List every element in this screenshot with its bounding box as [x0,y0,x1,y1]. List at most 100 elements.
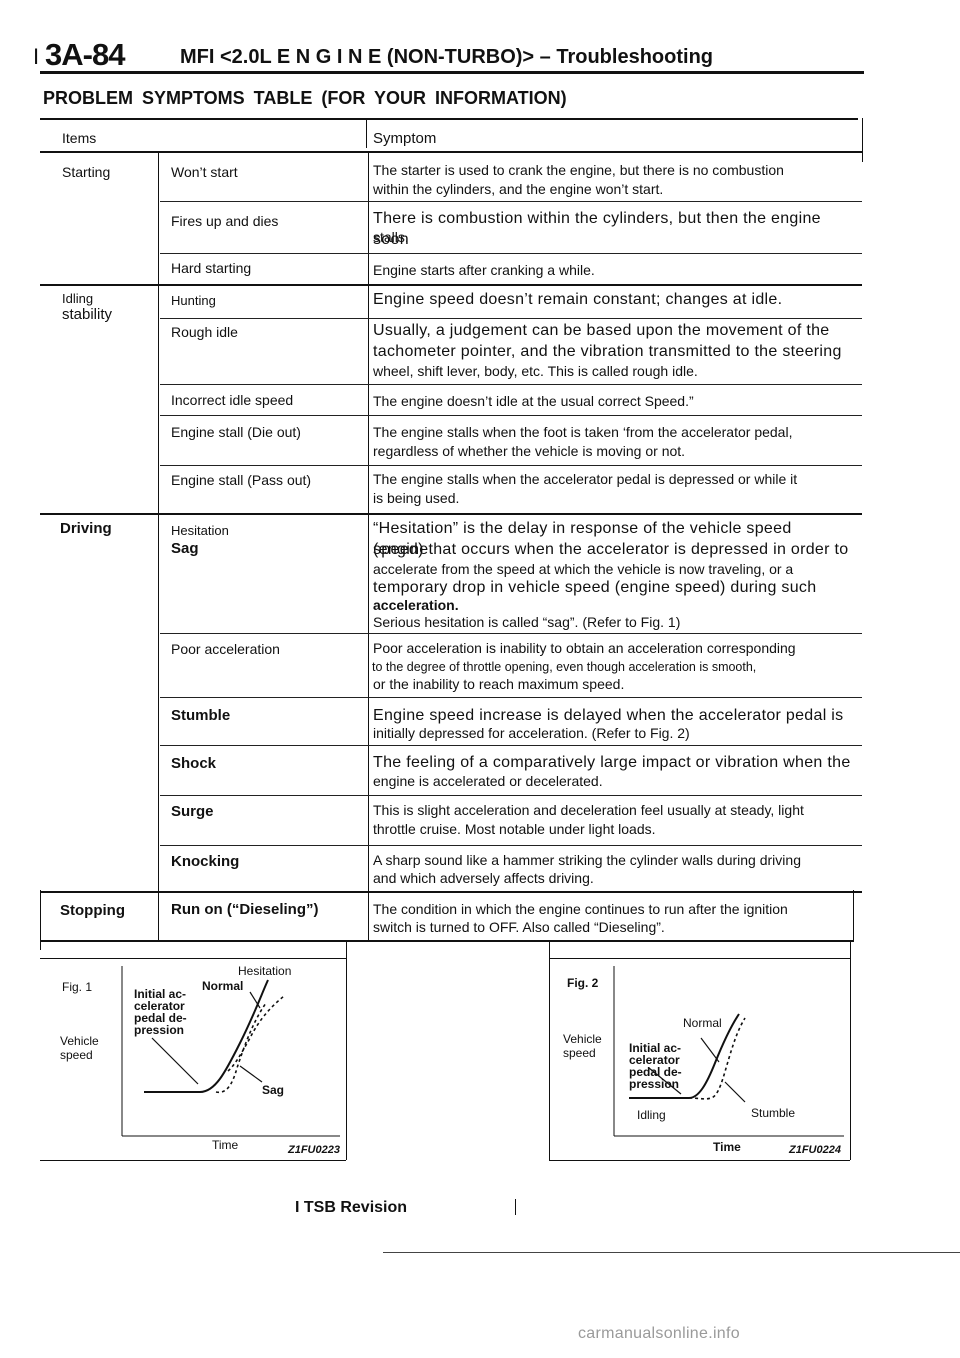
fig1-sag-label: Sag [262,1083,285,1097]
symptom-stumble-line-2: initially depressed for acceleration. (R… [373,725,690,741]
category-driving: Driving [60,520,112,537]
item-fires-up-and-dies: Fires up and dies [171,213,279,229]
symptom-poor-accel-line-1: Poor acceleration is inability to obtain… [373,640,796,656]
footer-revision-text: TSB Revision [303,1199,408,1216]
symptom-knocking-line-2: and which adversely affects driving. [373,870,594,886]
symptom-poor-accel-line-2: to the degree of throttle opening, even … [372,660,757,674]
fig2-initial-line-2: celerator [629,1053,680,1067]
table-right-edge-bottom [853,890,854,940]
section-title: PROBLEM SYMPTOMS TABLE (FOR YOUR INFORMA… [43,88,567,108]
category-divider [158,152,159,940]
symptom-surge-line-2: throttle cruise. Most notable under ligh… [373,821,656,837]
item-engine-stall-die-out: Engine stall (Die out) [171,424,301,440]
header-rule-bottom [40,151,862,153]
fig2-normal-curve [629,1013,740,1099]
row-separator [160,745,862,746]
row-separator [160,633,862,634]
fig2-left-border [549,942,550,1160]
row-separator [160,318,862,319]
fig2-top-rule [549,958,850,959]
footer-revision: I TSB Revision [295,1199,407,1217]
table-bottom-rule [40,940,854,942]
fig1-graph [121,966,340,1137]
category-idling-stability: stability [62,306,113,323]
column-header-symptom: Symptom [373,130,437,147]
symptom-poor-accel-line-3: or the inability to reach maximum speed. [373,676,625,692]
category-separator [40,891,862,893]
fig1-sag-curve [227,995,285,1072]
category-separator [40,284,862,286]
page-code: 3A-84 [45,37,125,72]
item-surge: Surge [171,803,214,820]
symptom-wont-start-line-1: The starter is used to crank the engine,… [373,162,784,178]
item-stumble: Stumble [171,707,231,724]
fig2-pointer-stumble [724,1081,746,1103]
symptom-rough-idle-line-2: tachometer pointer, and the vibration tr… [373,343,842,360]
fig2-pointer-initial [648,1067,682,1095]
fig2-stumble-curve [688,1017,746,1100]
item-incorrect-idle-speed: Incorrect idle speed [171,392,294,408]
category-separator [40,513,862,515]
fig1-code: Z1FU0223 [288,1144,340,1156]
category-starting: Starting [62,164,111,180]
table-top-rule [40,118,858,120]
footer-rule [383,1252,960,1253]
item-hard-starting: Hard starting [171,260,252,276]
symptom-hesitation-line-4: temporary drop in vehicle speed (engine … [373,579,817,596]
page-prefix: I [33,44,40,69]
fig1-ylabel-1: Vehicle [60,1034,99,1048]
symptom-wont-start-line-2: within the cylinders, and the engine won… [373,181,664,197]
fig2-xlabel: Time [713,1140,741,1154]
symptom-hunting: Engine speed doesn’t remain constant; ch… [373,291,783,308]
symptom-rough-idle-line-1: Usually, a judgement can be based upon t… [373,322,830,339]
symptom-hard-starting: Engine starts after cranking a while. [373,262,595,278]
symptom-hesitation-line-6: Serious hesitation is called “sag”. (Ref… [373,614,681,630]
fig1-initial-line-4: pression [134,1023,185,1037]
fig2-stumble-label: Stumble [751,1106,796,1120]
watermark: carmanualsonline.info [578,1325,740,1342]
fig1-initial-line-1: Initial ac- [134,987,187,1001]
fig1-xlabel: Time [212,1138,239,1152]
row-separator [160,415,862,416]
fig2-initial-line-3: pedal de- [629,1065,682,1079]
fig1-normal-curve [144,979,269,1093]
row-separator [160,697,862,698]
row-separator [160,845,862,846]
item-poor-acceleration: Poor acceleration [171,641,280,657]
item-knocking: Knocking [171,853,240,870]
symptom-die-out-line-1: The engine stalls when the foot is taken… [373,424,793,440]
symptom-surge-line-1: This is slight acceleration and decelera… [373,802,804,818]
symptom-run-on-line-2: switch is turned to OFF. Also called “Di… [373,919,665,935]
symptom-fires-up-line-1: There is combustion within the cylinders… [373,210,821,248]
footer-prefix: I [295,1199,300,1216]
fig2-label: Fig. 2 [567,976,599,990]
fig1-hesitation-curve [215,1002,267,1094]
symptom-hesitation-line-1: “Hesitation” is the delay in response of… [373,520,792,558]
symptom-rough-idle-line-3: wheel, shift lever, body, etc. This is c… [373,363,698,379]
item-wont-start: Won’t start [171,164,238,180]
symptom-knocking-line-1: A sharp sound like a hammer striking the… [373,852,801,868]
symptom-pass-out-line-2: is being used. [373,490,460,506]
figure-1-hesitation: Fig. 1 Hesitation Normal Initial ac- cel… [40,958,346,1160]
fig2-normal-label: Normal [683,1016,722,1030]
row-separator [160,795,862,796]
symptom-shock-line-1: The feeling of a comparatively large imp… [373,754,851,771]
fig1-label: Fig. 1 [62,980,93,994]
fig1-bottom-rule [40,1160,346,1161]
column-header-items: Items [62,130,97,146]
symptom-die-out-line-2: regardless of whether the vehicle is mov… [373,443,686,459]
figure-2-stumble: Fig. 2 Normal Initial ac- celerator peda… [549,958,850,1160]
table-left-edge-bottom [40,890,41,950]
item-sag: Sag [171,540,199,557]
item-divider [368,152,369,940]
fig2-ylabel-2: speed [563,1046,596,1060]
category-stopping: Stopping [60,902,125,919]
page-title: MFI <2.0L E N G I N E (NON-TURBO)> – Tro… [180,46,713,68]
fig2-right-border [850,942,851,1160]
category-idling: Idling [62,291,94,306]
fig1-ylabel-2: speed [60,1048,93,1062]
item-hesitation: Hesitation [171,523,229,538]
table-right-edge-top [862,118,863,162]
fig1-pointer-sag [239,1065,263,1083]
symptom-stumble-line-1: Engine speed increase is delayed when th… [373,707,844,724]
